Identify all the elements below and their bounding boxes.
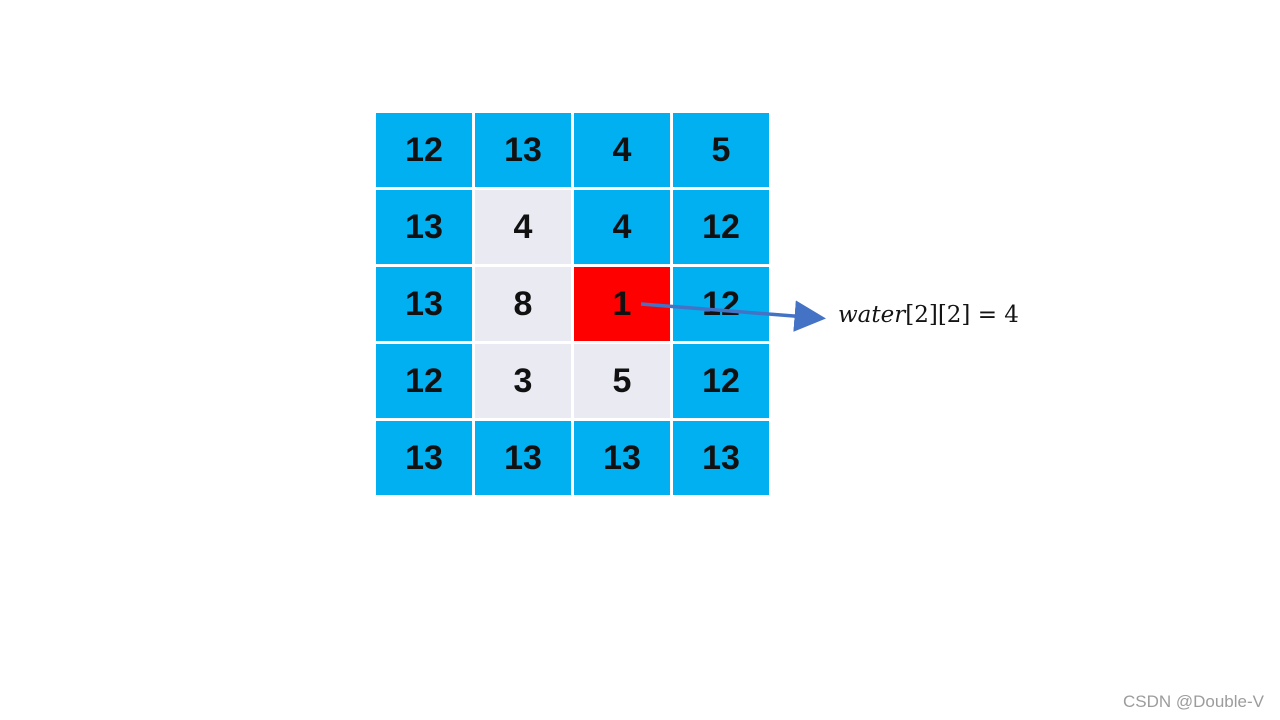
grid-cell-r1c0-water: 13 [376,190,472,264]
grid-cell-r1c1-land: 4 [475,190,571,264]
grid-cell-r0c2-water: 4 [574,113,670,187]
grid-cell-r2c1-land: 8 [475,267,571,341]
grid-cell-r4c0-water: 13 [376,421,472,495]
grid-cell-r0c3-water: 5 [673,113,769,187]
annotation-index-value: [2][2] = 4 [905,302,1019,328]
grid-cell-r4c2-water: 13 [574,421,670,495]
grid-cell-r4c1-water: 13 [475,421,571,495]
grid-cell-r4c3-water: 13 [673,421,769,495]
annotation-variable-name: water [838,302,906,328]
grid-cell-r2c0-water: 13 [376,267,472,341]
grid-cell-r3c3-water: 12 [673,344,769,418]
grid-cell-r2c3-water: 12 [673,267,769,341]
grid-cell-r1c3-water: 12 [673,190,769,264]
arrow-line [640,300,826,332]
csdn-watermark: CSDN @Double-V [1122,692,1264,711]
grid-cell-r0c1-water: 13 [475,113,571,187]
annotation-label: water[2][2] = 4 [838,302,1019,328]
annotation-arrow [640,300,826,332]
grid-cell-r3c0-water: 12 [376,344,472,418]
grid-cell-r3c1-land: 3 [475,344,571,418]
grid-cell-r0c0-water: 12 [376,113,472,187]
grid-cell-r1c2-water: 4 [574,190,670,264]
grid-cell-r3c2-land: 5 [574,344,670,418]
